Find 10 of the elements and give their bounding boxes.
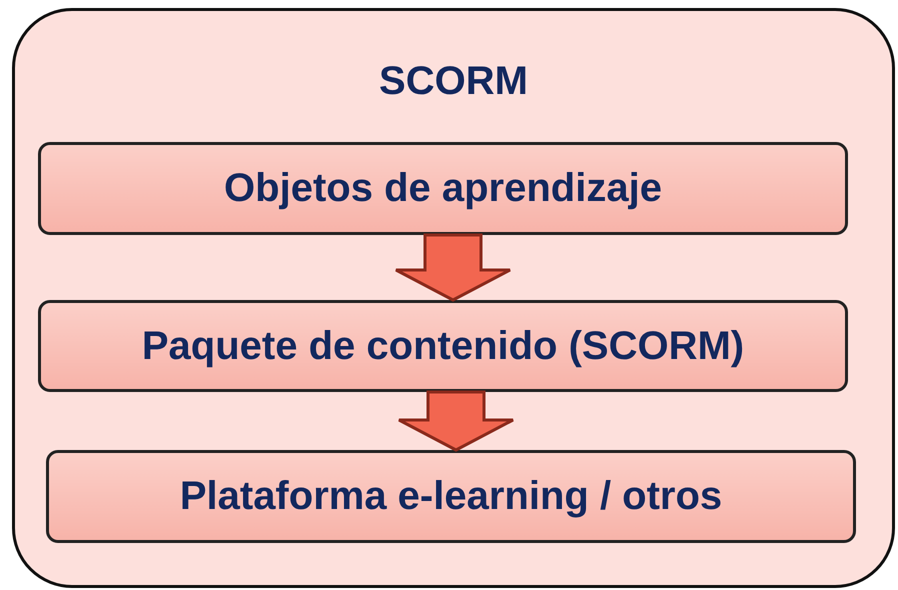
process-box [38,300,848,392]
box-label: Plataforma e-learning / otros [180,474,722,519]
process-box [38,142,848,235]
block-arrow [398,390,514,452]
box-label: Objetos de aprendizaje [224,166,662,211]
block-arrow [394,234,512,302]
process-box [46,450,856,543]
box-label: Paquete de contenido (SCORM) [142,324,744,368]
panel-heading: SCORM [379,59,528,103]
container-panel [12,8,895,588]
